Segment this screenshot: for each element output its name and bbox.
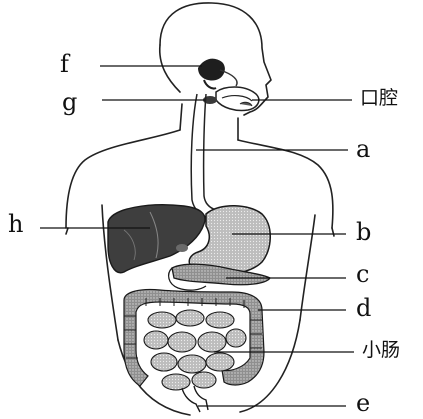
label-g: g: [62, 90, 77, 114]
label-c: c: [356, 262, 369, 286]
rectum: [182, 386, 208, 412]
neck-left: [180, 104, 182, 130]
right-arm: [332, 228, 334, 236]
right-side: [300, 215, 315, 320]
label-mouth: 口腔: [360, 89, 398, 108]
body-silhouette: [66, 3, 334, 415]
left-arm: [66, 228, 68, 234]
label-h: h: [8, 212, 23, 236]
label-f: f: [60, 52, 69, 76]
label-b: b: [356, 220, 371, 244]
label-small-intestine: 小肠: [362, 341, 400, 360]
label-d: d: [356, 296, 371, 320]
head-back-outline: [160, 45, 180, 92]
mouth-cavity: [216, 87, 259, 111]
label-a: a: [356, 137, 370, 161]
label-e: e: [356, 391, 370, 415]
pharynx-region: [198, 59, 237, 89]
esophagus: [191, 94, 216, 218]
